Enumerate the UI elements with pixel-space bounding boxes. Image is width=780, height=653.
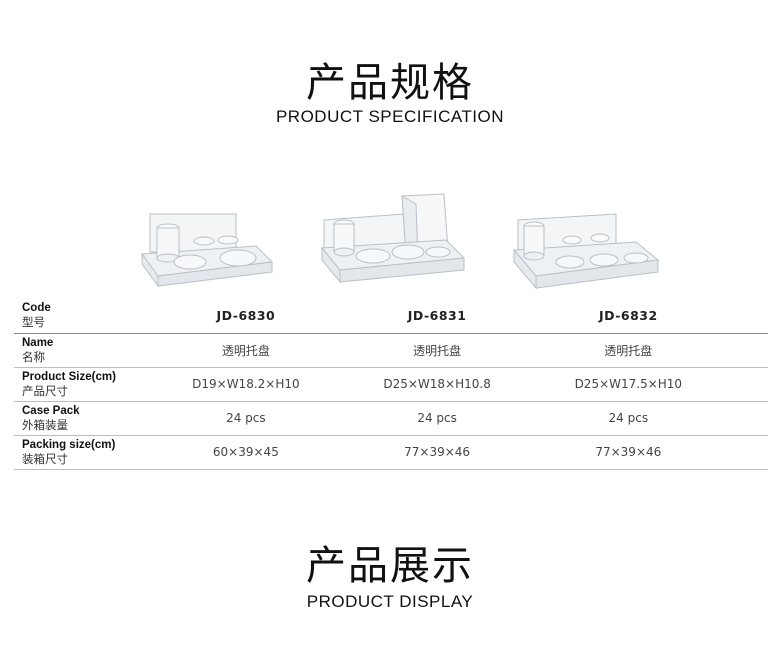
- spacer-cell: [724, 299, 768, 333]
- table-row-case-pack: Case Pack 外箱装量 24 pcs 24 pcs 24 pcs: [14, 401, 768, 435]
- row-label-en: Code: [22, 302, 51, 315]
- row-label: Code 型号: [14, 299, 150, 333]
- product-size-value: D25×W18×H10.8: [383, 377, 491, 391]
- row-label-en: Case Pack: [22, 404, 80, 417]
- spacer-cell: [724, 435, 768, 469]
- code-value: JD-6831: [407, 308, 467, 324]
- row-label-cn: 产品尺寸: [22, 383, 68, 398]
- row-label: Name 名称: [14, 333, 150, 367]
- case-pack-value: 24 pcs: [417, 411, 457, 425]
- name-value: 透明托盘: [413, 343, 462, 358]
- packing-size-value: 77×39×46: [595, 445, 662, 459]
- row-label-cn: 名称: [22, 349, 45, 364]
- spec-title-cn: 产品规格: [306, 60, 474, 106]
- spacer-cell: [724, 333, 768, 367]
- spacer-cell: [724, 367, 768, 401]
- product-image-jd-6830: [138, 206, 276, 288]
- table-row-packing-size: Packing size(cm) 装箱尺寸 60×39×45 77×39×46 …: [14, 435, 768, 469]
- code-value: JD-6832: [598, 308, 658, 324]
- code-value: JD-6830: [216, 308, 276, 324]
- row-label-cn: 装箱尺寸: [22, 451, 68, 466]
- case-pack-value: 24 pcs: [226, 411, 266, 425]
- spec-title-en: PRODUCT SPECIFICATION: [275, 107, 505, 126]
- row-label-cn: 外箱装量: [22, 417, 68, 432]
- product-size-value: D25×W17.5×H10: [574, 377, 683, 391]
- row-label-en: Name: [22, 336, 54, 349]
- row-label-cn: 型号: [22, 315, 45, 330]
- packing-size-value: 60×39×45: [212, 445, 279, 459]
- row-label: Product Size(cm) 产品尺寸: [14, 367, 150, 401]
- display-title-en: PRODUCT DISPLAY: [306, 592, 474, 611]
- display-title-cn: 产品展示: [306, 543, 474, 589]
- spec-table: Code 型号 JD-6830 JD-6831 JD-6832 Name 名称 …: [14, 299, 768, 470]
- product-image-jd-6831: [318, 190, 468, 288]
- table-row-name: Name 名称 透明托盘 透明托盘 透明托盘: [14, 333, 768, 367]
- spacer-cell: [724, 401, 768, 435]
- name-value: 透明托盘: [604, 343, 653, 358]
- row-label-en: Packing size(cm): [22, 438, 116, 451]
- packing-size-value: 77×39×46: [404, 445, 471, 459]
- row-label-en: Product Size(cm): [22, 370, 116, 383]
- product-size-value: D19×W18.2×H10: [192, 377, 300, 391]
- name-value: 透明托盘: [221, 343, 270, 358]
- table-row-code: Code 型号 JD-6830 JD-6831 JD-6832: [14, 299, 768, 333]
- product-image-jd-6832: [512, 210, 662, 292]
- table-row-product-size: Product Size(cm) 产品尺寸 D19×W18.2×H10 D25×…: [14, 367, 768, 401]
- row-label: Case Pack 外箱装量: [14, 401, 150, 435]
- case-pack-value: 24 pcs: [608, 411, 649, 425]
- row-label: Packing size(cm) 装箱尺寸: [14, 435, 150, 469]
